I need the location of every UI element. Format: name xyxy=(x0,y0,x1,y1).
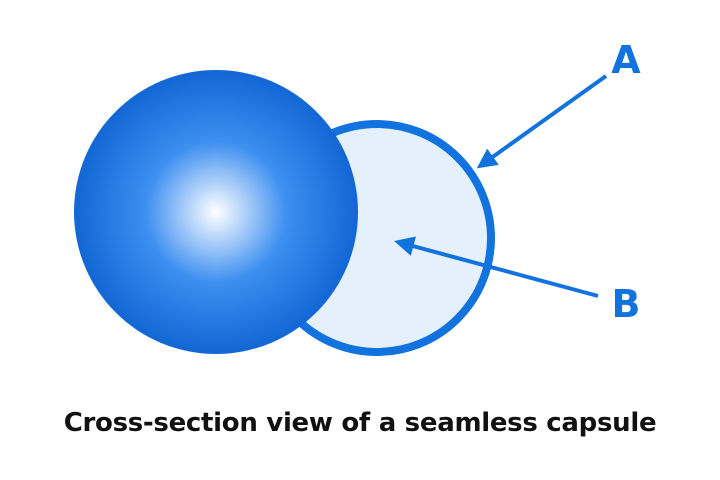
arrow-a xyxy=(476,74,608,169)
capsule-core-sphere xyxy=(74,70,358,354)
diagram-caption: Cross-section view of a seamless capsule xyxy=(63,408,657,438)
label-a: A xyxy=(611,38,641,82)
arrow-b xyxy=(394,236,599,298)
label-b: B xyxy=(612,282,641,326)
